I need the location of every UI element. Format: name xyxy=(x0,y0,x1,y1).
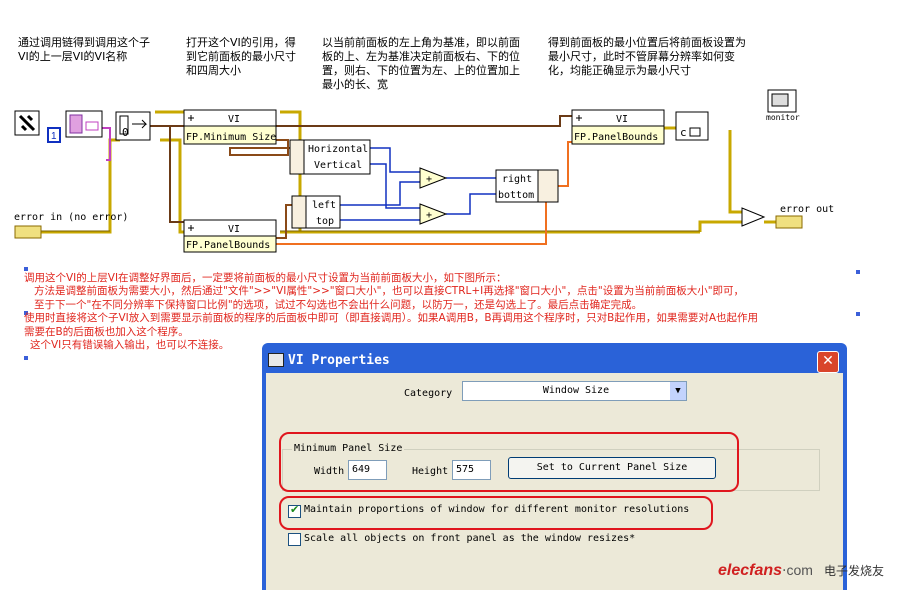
vi-ref-label-2: VI xyxy=(228,224,240,235)
instruction-line: 这个VI只有错误输入输出，也可以不连接。 xyxy=(30,339,230,352)
monitor-label: monitor xyxy=(766,113,800,122)
set-current-size-label: Set to Current Panel Size xyxy=(536,462,688,473)
numeric-wire xyxy=(340,147,496,221)
category-select[interactable]: Window Size ▼ xyxy=(462,381,687,401)
check-icon: ✔ xyxy=(290,503,300,516)
instruction-line: 使用时直接将这个子VI放入到需要显示前面板的程序的后面板中即可（即直接调用）。如… xyxy=(24,312,759,325)
close-reference-icon: c xyxy=(675,111,709,141)
chevron-down-icon[interactable]: ▼ xyxy=(670,382,686,400)
unbundle-left: left xyxy=(312,200,336,211)
svg-text:0: 0 xyxy=(122,126,129,139)
instruction-line: 至于下一个"在不同分辨率下保持窗口比例"的选项，试过不勾选也不会出什么问题，以防… xyxy=(34,298,643,311)
constant-one-text: 1 xyxy=(51,131,57,142)
watermark-tld: com xyxy=(786,562,813,578)
error-out-label: error out xyxy=(780,204,834,215)
maintain-proportions-label: Maintain proportions of window for diffe… xyxy=(304,504,690,515)
svg-text:c: c xyxy=(680,126,687,139)
note-position: 以当前前面板的左上角为基准，即以前面板的上、左为基准决定前面板右、下的位置，则右… xyxy=(322,36,520,91)
bounds-wire xyxy=(558,141,574,187)
watermark-cn: 电子发烧友 xyxy=(824,564,885,578)
highlight-maintain xyxy=(279,496,713,530)
constant-one xyxy=(47,127,61,143)
add-symbol-2: + xyxy=(426,210,432,221)
bundle-right: right xyxy=(502,174,532,185)
property-node-panel-bounds xyxy=(183,219,277,253)
open-vi-reference-icon: 0 xyxy=(115,111,151,141)
error-out-terminal xyxy=(775,215,803,229)
error-in-label: error in (no error) xyxy=(14,212,128,223)
selection-handle xyxy=(24,311,28,315)
index-array-icon xyxy=(65,110,103,138)
watermark-dot: · xyxy=(782,563,787,579)
category-value: Window Size xyxy=(542,385,610,396)
width-value: 649 xyxy=(352,464,371,475)
vi-ref-label-1: VI xyxy=(228,114,240,125)
bundle-bottom: bottom xyxy=(498,190,534,201)
instruction-line: 方法是调整前面板为需要大小，然后通过"文件">>"VI属性">>"窗口大小"，也… xyxy=(34,285,745,298)
close-button[interactable]: ✕ xyxy=(817,351,839,373)
property-node-min-size xyxy=(183,109,277,145)
width-label: Width xyxy=(314,466,345,477)
watermark: elecfans·com 电子发烧友 xyxy=(718,560,918,584)
vi-icon xyxy=(268,353,284,367)
note-open-ref: 打开这个VI的引用，得到它前面板的最小尺寸和四周大小 xyxy=(186,36,296,77)
category-label: Category xyxy=(404,388,453,399)
selection-handle xyxy=(24,267,28,271)
scale-objects-checkbox[interactable] xyxy=(288,533,301,546)
selection-handle xyxy=(24,356,28,360)
group-title: Minimum Panel Size xyxy=(292,443,405,454)
height-label: Height xyxy=(412,466,449,477)
highlight-min-size xyxy=(279,432,739,492)
merge-errors-icon xyxy=(741,207,766,227)
watermark-brand: elecfans xyxy=(718,562,783,579)
unbundle-vertical: Vertical xyxy=(314,160,362,171)
instructions-text: 调用这个VI的上层VI在调整好界面后，一定要将前面板的最小尺寸设置为当前前面板大… xyxy=(24,272,864,352)
selection-handle xyxy=(856,312,860,316)
add-node-1 xyxy=(419,167,448,189)
instruction-line: 需要在B的后面板也加入这个程序。 xyxy=(24,325,189,338)
prop-min-size: FP.Minimum Size xyxy=(186,132,276,143)
block-diagram: 1 0 VI FP.Minimum Size VI FP.PanelBounds… xyxy=(14,89,834,253)
vi-ref-label-3: VI xyxy=(616,114,628,125)
add-symbol-1: + xyxy=(426,174,432,185)
dialog-body: Category Window Size ▼ Minimum Panel Siz… xyxy=(266,373,843,590)
scale-objects-label: Scale all objects on front panel as the … xyxy=(304,533,636,544)
prop-panel-bounds-1: FP.PanelBounds xyxy=(186,240,270,251)
add-node-2 xyxy=(419,203,448,225)
selection-handle xyxy=(856,270,860,274)
instruction-line: 调用这个VI的上层VI在调整好界面后，一定要将前面板的最小尺寸设置为当前前面板大… xyxy=(24,272,507,284)
note-call-chain: 通过调用链得到调用这个子VI的上一层VI的VI名称 xyxy=(18,36,150,63)
unbundle-top: top xyxy=(316,216,334,227)
unbundle-horizontal: Horizontal xyxy=(308,144,368,155)
vi-properties-dialog: VI Properties ✕ Category Window Size ▼ M… xyxy=(262,343,847,590)
dialog-title: VI Properties xyxy=(288,353,390,368)
dialog-title-bar: VI Properties ✕ xyxy=(268,348,841,373)
maintain-proportions-checkbox[interactable]: ✔ xyxy=(288,503,301,518)
prop-panel-bounds-2: FP.PanelBounds xyxy=(574,132,658,143)
monitor-vi-icon xyxy=(767,89,797,113)
reference-wire xyxy=(150,115,574,223)
height-value: 575 xyxy=(456,464,475,475)
width-field[interactable]: 649 xyxy=(348,460,387,480)
property-node-set-bounds xyxy=(571,109,665,145)
call-chain-icon xyxy=(14,110,40,136)
height-field[interactable]: 575 xyxy=(452,460,491,480)
note-min-size: 得到前面板的最小位置后将前面板设置为最小尺寸，此时不管屏幕分辨率如何变化，均能正… xyxy=(548,36,746,77)
error-in-terminal xyxy=(14,225,42,239)
error-wire xyxy=(40,110,776,234)
set-current-size-button[interactable]: Set to Current Panel Size xyxy=(508,457,716,479)
